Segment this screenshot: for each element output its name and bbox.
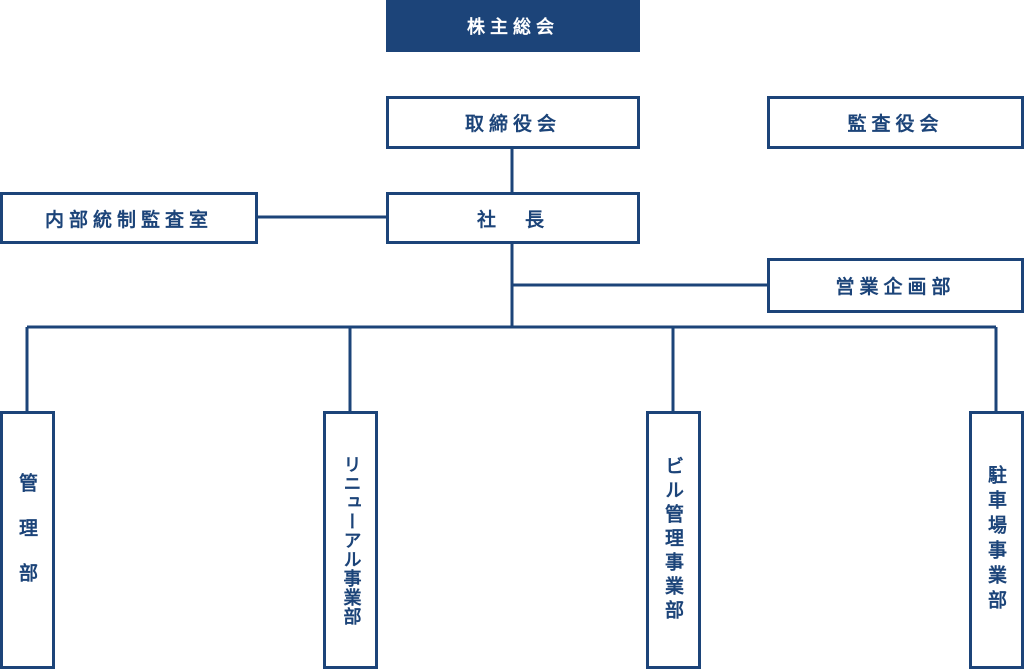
sales-planning-label: 営業企画部 <box>835 276 956 298</box>
shareholders-meeting-label: 株主総会 <box>467 17 559 38</box>
internal-audit-label: 内部統制監査室 <box>44 208 213 231</box>
president-label: 社 長 <box>476 208 549 231</box>
board-of-directors-box: 取締役会 <box>386 96 640 149</box>
management-dept-box: 管理部 <box>0 411 55 669</box>
parking-business-label: 駐車場事業部 <box>985 465 1007 615</box>
president-box: 社 長 <box>386 192 640 244</box>
internal-audit-box: 内部統制監査室 <box>0 192 258 244</box>
building-management-box: ビル管理事業部 <box>646 411 701 669</box>
renewal-business-box: リニューアル事業部 <box>323 411 378 669</box>
building-management-label: ビル管理事業部 <box>662 456 684 624</box>
audit-board-box: 監査役会 <box>767 96 1024 149</box>
audit-board-label: 監査役会 <box>847 113 944 135</box>
management-dept-label: 管理部 <box>16 472 38 608</box>
sales-planning-box: 営業企画部 <box>767 258 1024 313</box>
shareholders-meeting-box: 株主総会 <box>386 0 640 52</box>
board-of-directors-label: 取締役会 <box>464 113 561 135</box>
parking-business-box: 駐車場事業部 <box>969 411 1024 669</box>
renewal-business-label: リニューアル事業部 <box>340 454 362 626</box>
